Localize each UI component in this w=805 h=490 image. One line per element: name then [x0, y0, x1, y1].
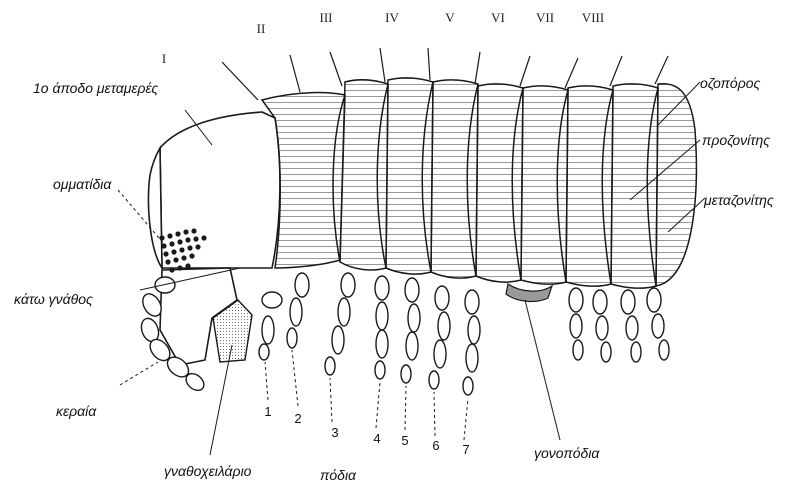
body-segments	[262, 78, 696, 288]
segment-numeral-i: I	[162, 52, 166, 65]
leg-5	[401, 278, 420, 383]
label-first-apodous: 1ο άποδο μεταμερές	[33, 81, 158, 95]
label-legs: πόδια	[320, 468, 356, 482]
leg-rear-3	[621, 290, 641, 362]
segment-numeral-v: V	[445, 11, 454, 24]
label-ommatidia: ομματίδια	[53, 177, 111, 191]
label-ozopore: οζοπόρος	[700, 76, 760, 90]
gonopod-shape	[506, 284, 552, 301]
leader-gonopods	[525, 300, 560, 440]
segment-numeral-vi: VI	[491, 11, 505, 24]
leg-number-3: 3	[331, 426, 338, 439]
leg-rear-4	[647, 288, 669, 360]
leg-1	[259, 292, 282, 360]
label-mandible: κάτω γνάθος	[14, 292, 93, 306]
leader-antenna	[120, 362, 158, 385]
label-gonopods: γονοπόδια	[534, 446, 599, 460]
leg-3	[325, 273, 355, 375]
label-prozonite: προζονίτης	[702, 133, 770, 147]
leg-4	[375, 276, 389, 379]
leg-6	[429, 286, 450, 389]
segment-numeral-viii: VIII	[582, 11, 604, 24]
segment-numeral-vii: VII	[536, 11, 554, 24]
leg-number-6: 6	[432, 439, 439, 452]
legs	[259, 273, 669, 395]
leg-rear-2	[593, 290, 611, 362]
leg-number-4: 4	[373, 432, 380, 445]
leg-rear-1	[569, 288, 583, 360]
segment-numeral-iv: IV	[385, 11, 399, 24]
segment-numeral-iii: III	[320, 11, 333, 24]
leg-7	[463, 290, 480, 395]
label-metazonite: μεταζονίτης	[704, 193, 774, 207]
leg-2	[287, 273, 309, 348]
leg-number-7: 7	[462, 443, 469, 456]
segment-numeral-ii: II	[257, 22, 266, 35]
label-gnathochilarium: γναθοχειλάριο	[164, 464, 251, 478]
leg-number-5: 5	[401, 434, 408, 447]
leg-number-1: 1	[264, 405, 271, 418]
leg-number-2: 2	[294, 412, 301, 425]
label-antenna: κεραία	[56, 404, 96, 418]
